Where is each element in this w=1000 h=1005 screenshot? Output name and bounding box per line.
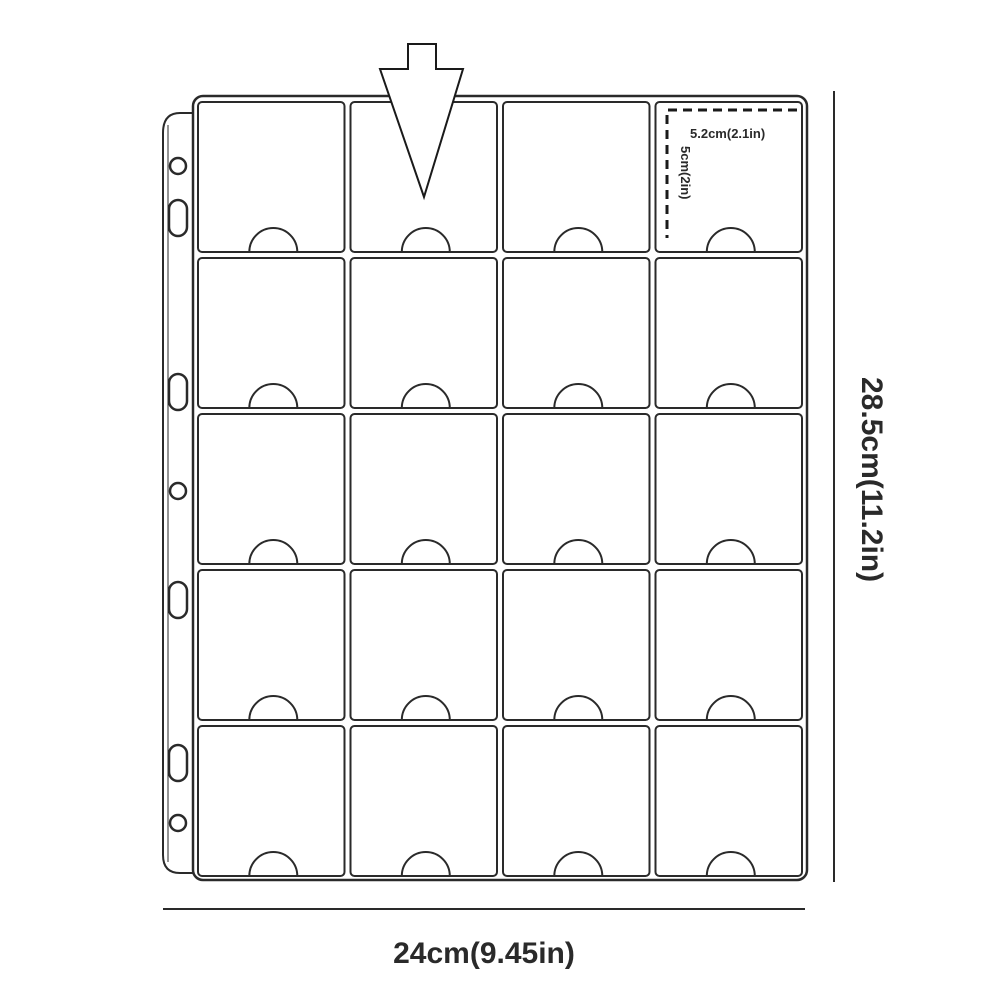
binder-hole-icon (168, 481, 188, 501)
pocket-thumb-notch (553, 383, 604, 409)
binder-hole-icon (167, 372, 189, 412)
coin-pocket (654, 257, 803, 409)
pocket-thumb-notch (553, 695, 604, 721)
pocket-thumb-notch (248, 851, 299, 877)
pocket-thumb-notch (248, 383, 299, 409)
pocket-thumb-notch (705, 695, 756, 721)
pocket-thumb-notch (400, 227, 451, 253)
coin-pocket (197, 725, 346, 877)
coin-pocket (502, 101, 651, 253)
coin-pocket (197, 413, 346, 565)
pocket-thumb-notch (705, 383, 756, 409)
coin-pocket (349, 569, 498, 721)
pocket-thumb-notch (400, 695, 451, 721)
coin-pocket (197, 101, 346, 253)
binder-hole-icon (167, 743, 189, 783)
pocket-dimension-dashed-line (665, 108, 797, 238)
coin-pocket (349, 257, 498, 409)
coin-pocket (502, 569, 651, 721)
binder-strip (162, 112, 193, 874)
height-dimension-label: 28.5cm(11.2in) (855, 377, 888, 582)
coin-pocket (654, 413, 803, 565)
coin-pocket (654, 725, 803, 877)
coin-pocket (502, 725, 651, 877)
coin-pocket (502, 413, 651, 565)
binder-holes (167, 156, 189, 833)
pocket-thumb-notch (248, 539, 299, 565)
pocket-thumb-notch (705, 539, 756, 565)
pocket-thumb-notch (400, 539, 451, 565)
width-dimension-label: 24cm(9.45in) (393, 937, 575, 970)
pocket-width-label: 5.2cm(2.1in) (690, 126, 765, 141)
pocket-thumb-notch (400, 383, 451, 409)
pocket-thumb-notch (248, 695, 299, 721)
pocket-thumb-notch (553, 851, 604, 877)
coin-pocket (349, 725, 498, 877)
pocket-thumb-notch (553, 227, 604, 253)
coin-pocket (502, 257, 651, 409)
binder-hole-icon (167, 198, 189, 238)
pocket-height-label: 5cm(2in) (678, 146, 693, 199)
insert-arrow-icon (378, 43, 465, 201)
pocket-thumb-notch (553, 539, 604, 565)
binder-hole-icon (168, 813, 188, 833)
pocket-thumb-notch (705, 851, 756, 877)
pocket-thumb-notch (400, 851, 451, 877)
sheet-outline (191, 94, 809, 882)
coin-pocket (654, 569, 803, 721)
pocket-grid (197, 101, 803, 877)
pocket-thumb-notch (705, 227, 756, 253)
coin-pocket (654, 101, 803, 253)
coin-pocket (349, 413, 498, 565)
binder-hole-icon (168, 156, 188, 176)
binder-hole-icon (167, 580, 189, 620)
coin-pocket (197, 569, 346, 721)
pocket-thumb-notch (248, 227, 299, 253)
coin-pocket (197, 257, 346, 409)
